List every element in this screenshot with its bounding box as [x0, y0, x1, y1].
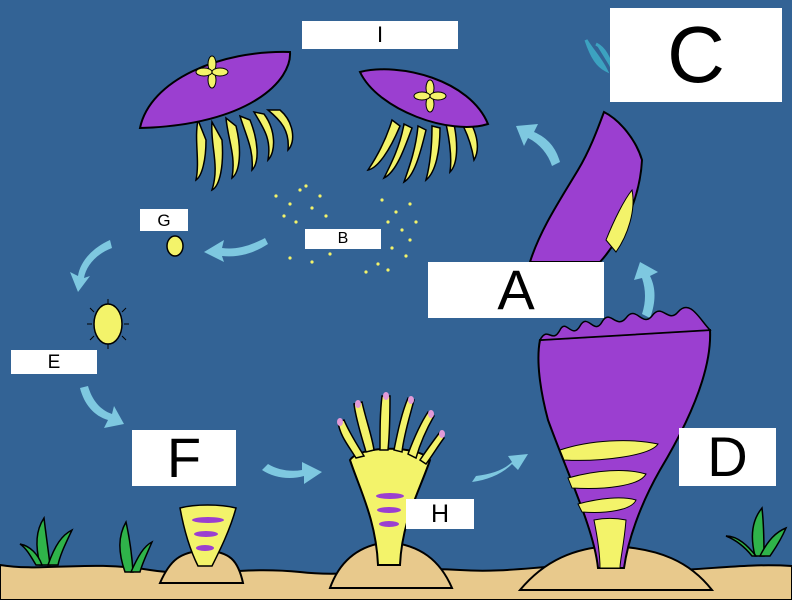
seaweed-right [725, 506, 788, 557]
ephyra [528, 110, 644, 263]
label-f: F [132, 430, 236, 486]
strobila [537, 306, 712, 569]
polyp [337, 392, 445, 566]
arrow-h-to-d [472, 454, 528, 482]
label-e: E [11, 350, 97, 374]
young-polyp [179, 504, 237, 567]
label-b: B [305, 229, 381, 249]
label-c: C [610, 8, 782, 102]
arrow-e-to-f [80, 386, 124, 428]
arrow-a-to-i [516, 124, 560, 166]
gametes-cloud [274, 184, 418, 274]
seaweed-middle [119, 519, 154, 573]
seaweed-left [19, 515, 74, 566]
planula-larva [87, 299, 129, 349]
arrow-b-to-g [204, 238, 268, 262]
label-g: G [140, 209, 188, 231]
medusa-right [358, 68, 490, 184]
arrow-d-to-a [634, 262, 658, 318]
egg [166, 235, 184, 257]
label-i: I [302, 21, 458, 49]
arrow-f-to-h [262, 462, 322, 484]
arrow-g-to-e [70, 240, 112, 292]
label-d: D [679, 428, 776, 486]
label-h: H [406, 499, 474, 529]
label-a: A [428, 262, 604, 318]
medusa-left [138, 50, 294, 192]
